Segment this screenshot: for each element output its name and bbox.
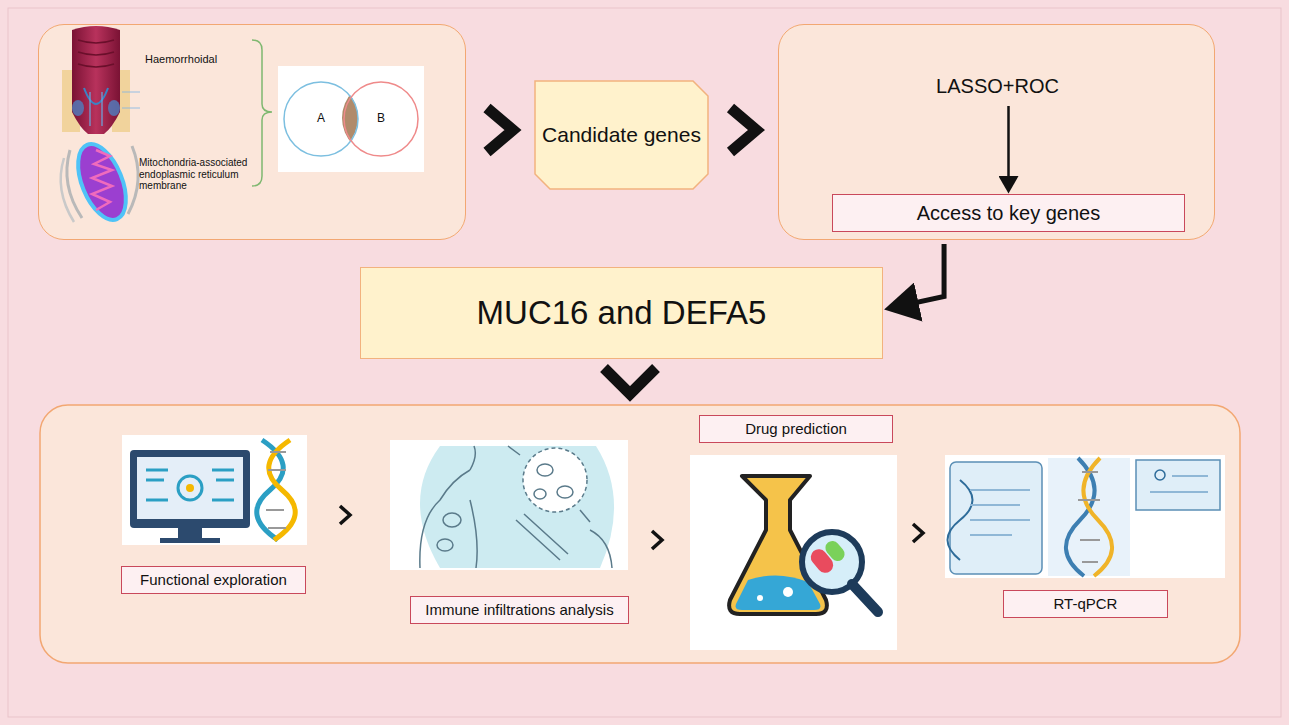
result-box: MUC16 and DEFA5 [360, 267, 883, 359]
immune-cells-icon [390, 440, 628, 570]
text-wrap: Access to key genes [917, 202, 1100, 225]
step-label: Drug prediction [699, 415, 893, 443]
flask-magnifier-icon [690, 455, 897, 650]
panel: LASSO+ROC Access to key genes [778, 24, 1215, 240]
panel-fill [38, 24, 466, 240]
key-box: Access to key genes [832, 194, 1185, 232]
panel: HaemorrhoidalMitochondria-associated end… [38, 24, 466, 240]
node-text: Mitochondria-associated endoplasmic reti… [139, 157, 271, 192]
connector [731, 108, 757, 152]
node-text: LASSO+ROC [779, 75, 1216, 98]
panel-fill [778, 24, 1215, 240]
documents-dna-icon [945, 455, 1225, 578]
bottom-panel [40, 405, 1240, 663]
node-text: Access to key genes [917, 202, 1100, 225]
tag-box: Candidate genes [534, 80, 709, 190]
venn-frame [278, 66, 424, 172]
outline [535, 81, 708, 189]
computer-dna-icon [122, 435, 307, 545]
text-wrap: Immune infiltrations analysis [425, 601, 613, 618]
step-label: Immune infiltrations analysis [410, 596, 629, 624]
outline [344, 82, 418, 156]
venn-overlap [342, 80, 418, 156]
node-text: B [377, 112, 385, 126]
node-text: Drug prediction [745, 420, 847, 437]
text-wrap: RT-qPCR [1054, 595, 1118, 612]
node-text: A [317, 112, 325, 126]
node-text: Functional exploration [140, 571, 287, 588]
connector [913, 524, 923, 542]
venn-circle: A [283, 81, 359, 157]
mitochondrion-illustration [61, 137, 138, 226]
node-text: Candidate genes [542, 123, 701, 147]
text-wrap: A [317, 112, 325, 126]
node-text: Haemorrhoidal [145, 53, 295, 66]
text-wrap: Functional exploration [140, 571, 287, 588]
text-wrap: Drug prediction [745, 420, 847, 437]
anatomy-illustration [62, 26, 140, 134]
text-wrap: MUC16 and DEFA5 [477, 294, 767, 332]
step-label: RT-qPCR [1003, 590, 1168, 618]
node-text: RT-qPCR [1054, 595, 1118, 612]
down-chevron [604, 368, 656, 394]
text-wrap: B [377, 112, 385, 126]
connector [487, 108, 513, 152]
outline [284, 82, 358, 156]
connector [889, 244, 944, 308]
page-frame [8, 8, 1281, 717]
step-label: Functional exploration [121, 566, 306, 594]
venn-circle: B [343, 81, 419, 157]
grouping-bracket [252, 40, 272, 186]
connector [1007, 106, 1010, 191]
connector [340, 506, 350, 524]
node-text: MUC16 and DEFA5 [477, 294, 767, 332]
text-wrap: Candidate genes [542, 123, 701, 147]
connector [652, 531, 662, 549]
node-text: Immune infiltrations analysis [425, 601, 613, 618]
